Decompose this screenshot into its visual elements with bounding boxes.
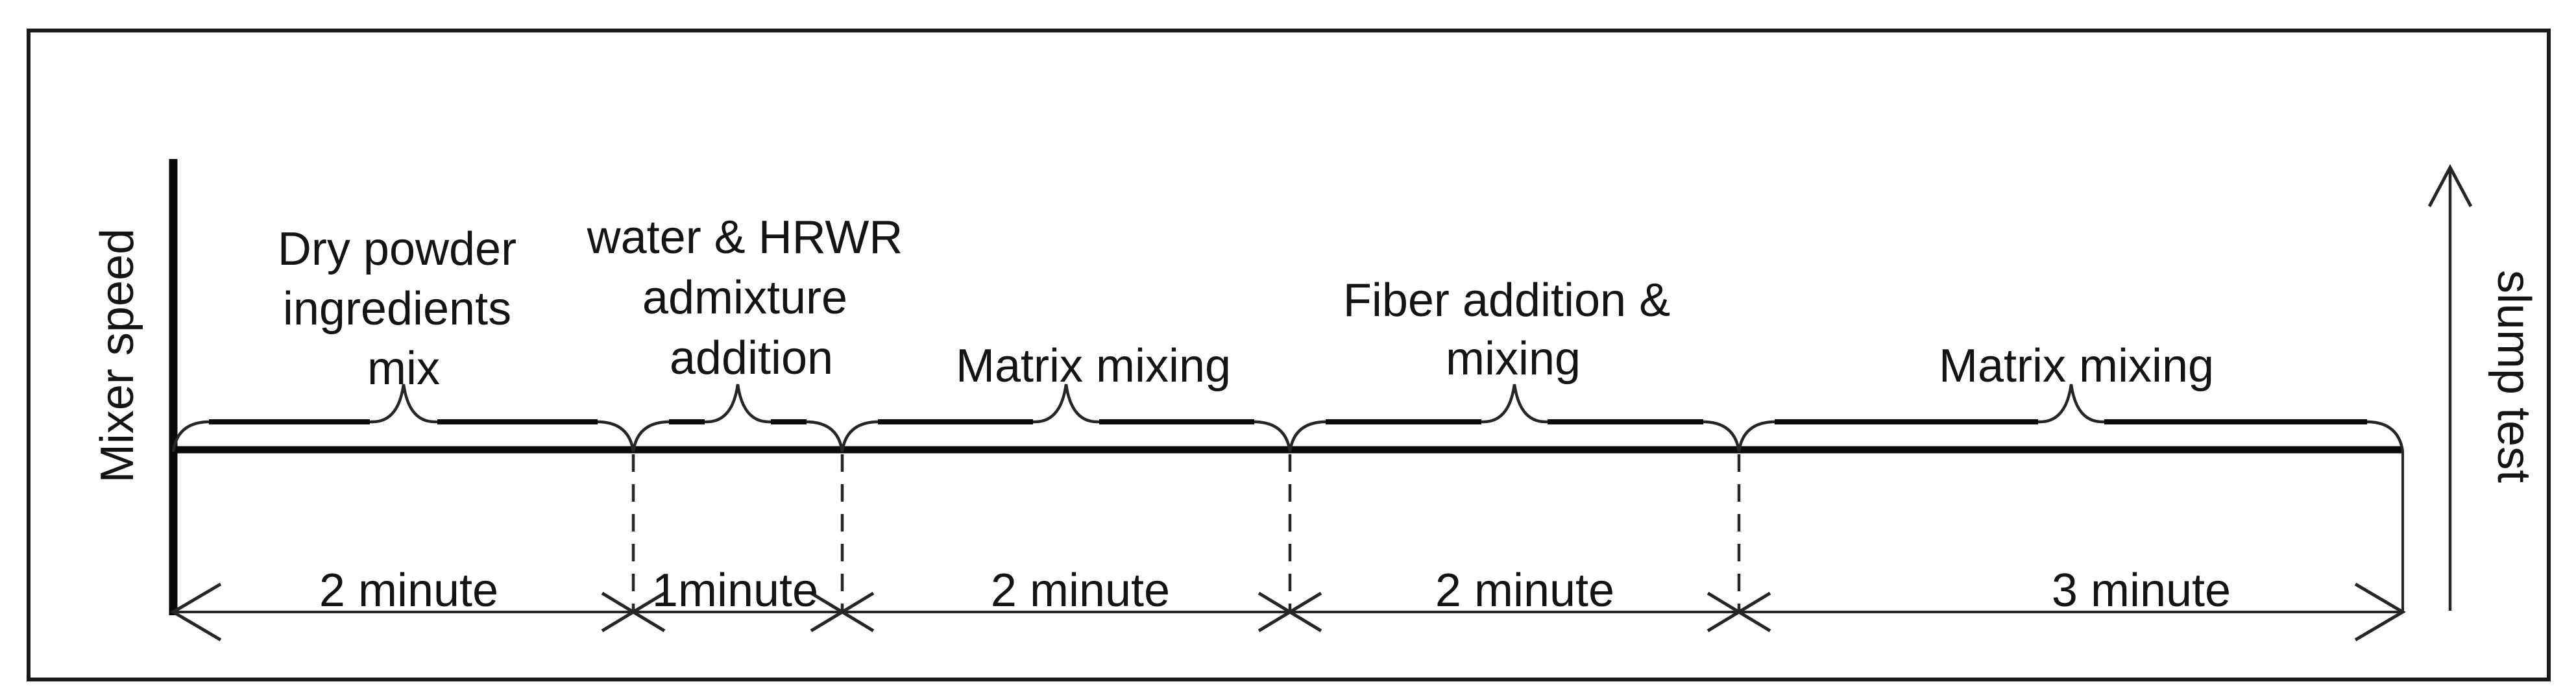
phase-brace-4 [1288, 384, 1741, 452]
figure-frame [27, 29, 2551, 681]
slump-test-label: slump test [2488, 270, 2540, 483]
duration-label-4: 2 minute [1435, 565, 1614, 617]
duration-label-1: 2 minute [319, 565, 498, 617]
phase-label-water-hrwr: water & HRWR admixture addition [587, 212, 916, 384]
axis-x-mark-icon [1258, 591, 1322, 633]
phase-brace-5 [1737, 384, 2405, 452]
phase-label-line: Dry powder [278, 223, 516, 275]
phase-brace-3 [840, 384, 1292, 452]
phase-label-matrix-mixing-1: Matrix mixing [956, 340, 1231, 392]
mixer-speed-axis-label: Mixer speed [91, 228, 143, 483]
duration-axis-arrowheads [170, 582, 2406, 642]
phase-label-matrix-mixing-2: Matrix mixing [1939, 340, 2214, 392]
phase-label-line: ingredients [283, 283, 511, 335]
phase-dividers [631, 454, 1741, 611]
phase-brace-2 [631, 384, 844, 452]
duration-label-3: 2 minute [991, 565, 1170, 617]
axis-end-arrow-icon [2354, 582, 2406, 642]
axis-x-mark-icon [601, 591, 666, 633]
phase-label-line: Matrix mixing [956, 340, 1231, 392]
phase-label-line: Fiber addition & [1343, 275, 1670, 326]
axis-x-mark-icon [810, 591, 875, 633]
up-arrow-icon [2427, 164, 2473, 208]
duration-label-5: 3 minute [2052, 565, 2231, 617]
phase-label-line: mix [367, 343, 440, 395]
axis-start-arrow-icon [170, 582, 222, 642]
phase-brace-1 [171, 384, 635, 452]
phase-label-line: mixing [1446, 333, 1581, 385]
duration-label-2: 1minute [652, 565, 818, 617]
phase-braces [171, 384, 2405, 452]
axis-x-mark-icon [1707, 591, 1771, 633]
slump-test-arrow [2427, 164, 2473, 611]
phase-label-dry-powder: Dry powder ingredients mix [278, 223, 529, 395]
phase-label-line: addition [670, 332, 833, 384]
phase-label-line: admixture [642, 272, 847, 324]
phase-label-fiber-addition: Fiber addition & mixing [1343, 275, 1683, 385]
phase-label-line: water & HRWR [587, 212, 903, 263]
phase-label-line: Matrix mixing [1939, 340, 2214, 392]
